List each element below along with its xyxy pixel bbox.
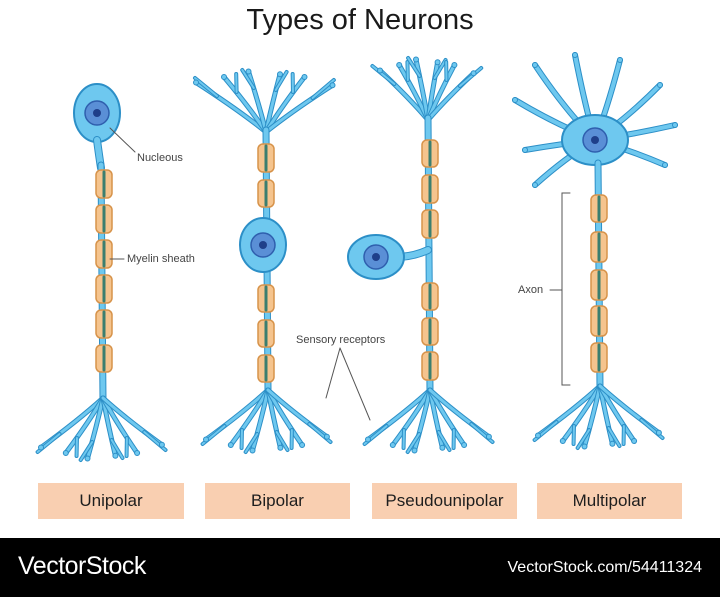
diagram-title: Types of Neurons — [246, 4, 474, 36]
dendrite-tip — [158, 441, 165, 448]
brand-logo: VectorStock — [18, 552, 146, 580]
footer-bar: VectorStock VectorStock.com/54411324 — [0, 538, 720, 597]
dendrites-bipolar-bottom — [244, 433, 259, 453]
axon-bracket — [549, 192, 571, 386]
dendrites-bipolar-top — [311, 79, 335, 99]
dendrite-tip — [134, 450, 141, 456]
label-unipolar: Unipolar — [38, 483, 184, 519]
dendrites-unipolar — [79, 441, 94, 461]
dendrite-tip — [655, 429, 662, 436]
dendrites-pseudo-top — [433, 59, 447, 79]
sensory-receptors-label: Sensory receptors — [296, 334, 386, 346]
label-pseudounipolar: Pseudounipolar — [372, 483, 517, 519]
dendrites-bipolar-bottom — [275, 431, 289, 451]
dendrite-tip — [485, 433, 492, 440]
dendrites-multipolar — [607, 427, 621, 447]
dendrite-tip — [672, 122, 678, 128]
dendrite-tip — [470, 70, 477, 77]
dendrite-tip — [434, 59, 441, 66]
neuron-illustrations — [35, 52, 678, 462]
sensory-pointer — [325, 347, 371, 421]
dendrites-bipolar-top — [194, 77, 218, 97]
dendrite-tip — [512, 97, 518, 103]
dendrite-tip — [323, 433, 330, 440]
myelin-sheath-label: Myelin sheath — [127, 253, 195, 265]
dendrite-tip — [221, 74, 227, 80]
nucleolus — [591, 136, 599, 144]
dendrites-bipolar-top — [241, 69, 255, 89]
dendrite-tip — [411, 447, 418, 454]
dendrites-bipolar-top — [274, 71, 288, 91]
dendrite-tip — [299, 442, 306, 448]
dendrite-tip — [439, 444, 446, 451]
dendrite-tip — [38, 444, 44, 451]
dendrite-tip — [662, 162, 668, 168]
dendrite-tip — [581, 443, 588, 450]
dendrite-tip — [277, 71, 283, 78]
dendrite-tip — [365, 436, 371, 443]
dendrite-tip — [532, 182, 538, 188]
dendrite-tip — [522, 147, 528, 153]
dendrite-tip — [609, 440, 616, 447]
dendrites-unipolar — [110, 439, 124, 459]
dendrite-tip — [193, 79, 199, 86]
dendrite-tip — [301, 74, 308, 80]
nucleus-pointer — [109, 127, 136, 153]
dendrite-tip — [451, 62, 458, 68]
label-multipolar: Multipolar — [537, 483, 682, 519]
label-bipolar: Bipolar — [205, 483, 350, 519]
dendrite-tip — [329, 82, 336, 89]
dendrite-tip — [203, 436, 209, 443]
nucleolus — [93, 109, 101, 117]
dendrite-tip — [389, 442, 396, 448]
dendrites-pseudo-bottom — [406, 433, 421, 453]
dendrite-tip — [277, 444, 284, 451]
dendrites-pseudo-top — [458, 67, 483, 87]
dendrite-tip — [535, 432, 541, 439]
footer-url: VectorStock.com/54411324 — [507, 559, 703, 576]
nucleolus — [259, 241, 267, 249]
axon-label: Axon — [518, 284, 544, 296]
dendrite-tip — [245, 68, 252, 75]
dendrites-pseudo-top — [371, 65, 396, 85]
dendrite-tip — [227, 442, 234, 448]
nucleolus — [372, 253, 380, 261]
dendrite-tip — [572, 52, 578, 58]
dendrites-pseudo-top — [407, 57, 421, 77]
dendrite-tip — [559, 438, 566, 444]
dendrite-tip — [532, 62, 538, 68]
dendrite-tip — [413, 56, 419, 63]
dendrite-tip — [62, 450, 69, 456]
dendrite-tip — [112, 452, 119, 459]
dendrite-tip — [461, 442, 468, 448]
dendrites-pseudo-bottom — [437, 431, 451, 451]
nucleus-label: Nucleous — [137, 152, 183, 164]
dendrite-tip — [377, 67, 383, 74]
dendrites-multipolar — [576, 429, 591, 449]
dendrite-tip — [396, 62, 403, 68]
dendrite-tip — [617, 57, 623, 63]
dendrite-tip — [249, 447, 256, 454]
dendrite-tip — [84, 455, 91, 462]
dendrite-tip — [631, 438, 638, 444]
dendrite-tip — [657, 82, 663, 88]
